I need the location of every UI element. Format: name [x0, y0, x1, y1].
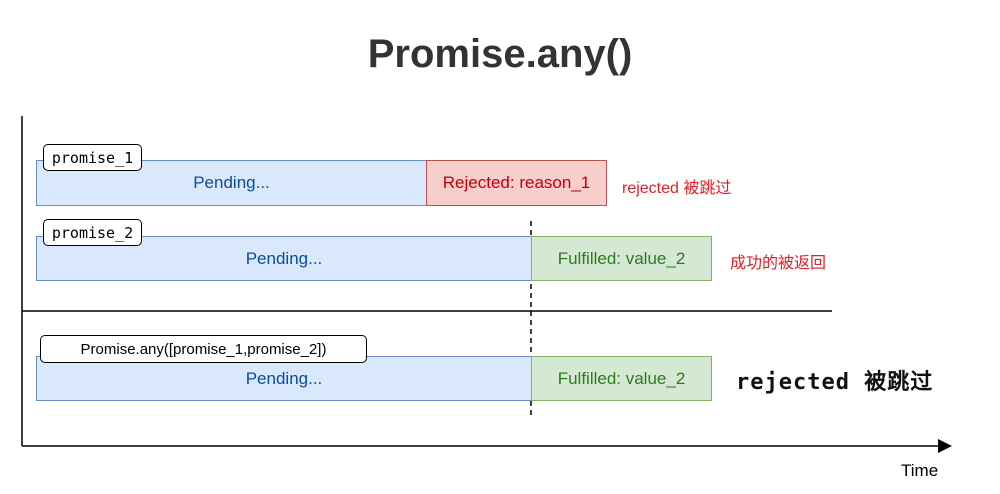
- promise-2-note: 成功的被返回: [730, 255, 827, 272]
- promise-1-pending-label: Pending...: [193, 173, 270, 192]
- promise-1-rejected-label: Rejected: reason_1: [442, 173, 591, 192]
- promise-any-pending-label: Pending...: [245, 368, 323, 388]
- diagram-title: Promise.any(): [367, 32, 633, 76]
- time-axis-arrow: [938, 439, 952, 453]
- promise-1-tag: promise_1: [43, 144, 142, 171]
- promise-any-fulfilled-label: Fulfilled: value_2: [557, 368, 686, 388]
- promise-any-note: rejected 被跳过: [736, 370, 934, 395]
- promise-2-pending-label: Pending...: [245, 248, 323, 268]
- promise-2-fulfilled-bar: Fulfilled: value_2: [531, 236, 712, 281]
- promise-any-fulfilled-bar: Fulfilled: value_2: [531, 356, 712, 401]
- time-axis-label: Time: [901, 461, 939, 480]
- promise-1-note: rejected 被跳过: [622, 180, 732, 197]
- promise-2-tag: promise_2: [43, 219, 142, 246]
- promise-any-tag: Promise.any([promise_1,promise_2]): [40, 335, 367, 363]
- promise-1-pending-bar: Pending...: [36, 160, 427, 206]
- promise-2-fulfilled-label: Fulfilled: value_2: [557, 248, 686, 268]
- promise-1-rejected-bar: Rejected: reason_1: [426, 160, 607, 206]
